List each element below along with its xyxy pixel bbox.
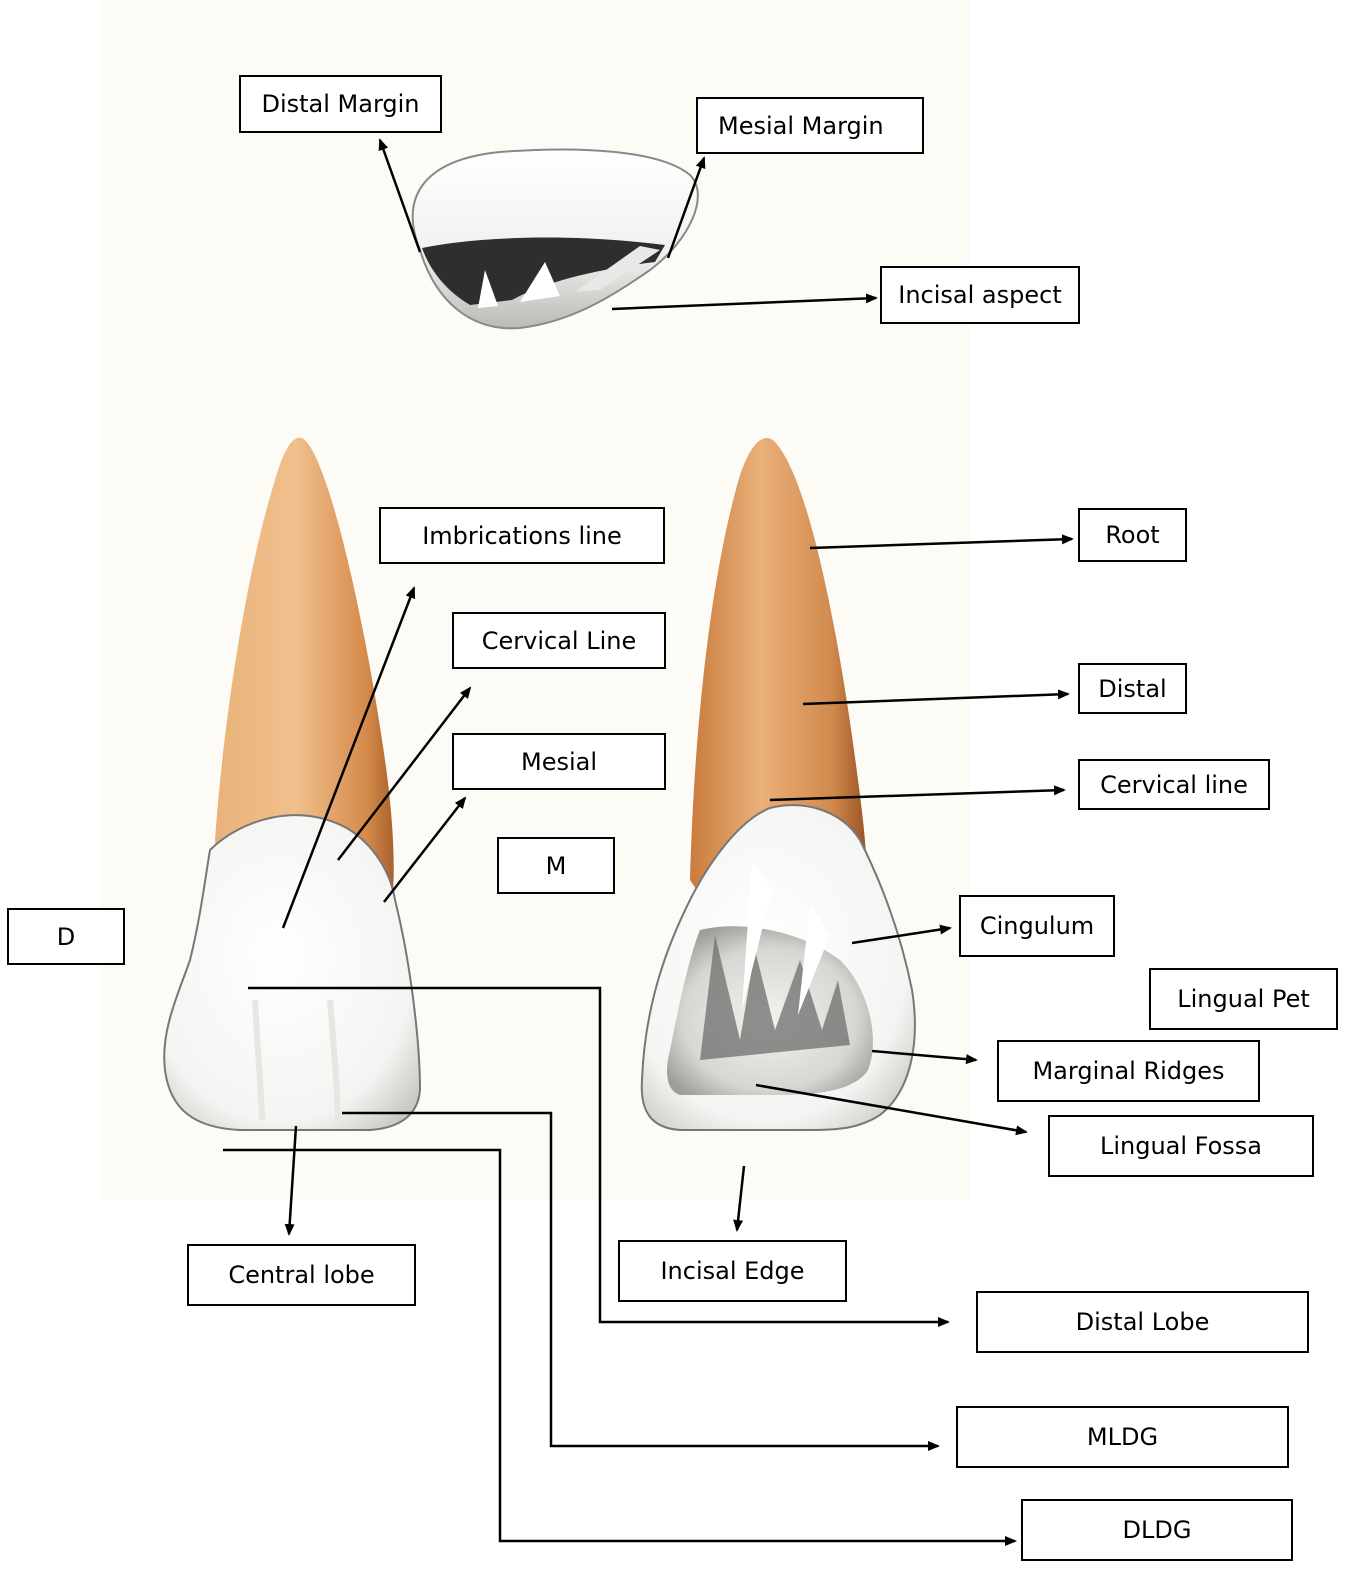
label-m: M — [497, 837, 615, 894]
label-lingual-pet: Lingual Pet — [1149, 968, 1338, 1030]
label-cingulum: Cingulum — [959, 895, 1115, 957]
label-mesial-margin: Mesial Margin — [696, 97, 924, 154]
label-cervical-line-lingual: Cervical line — [1078, 759, 1270, 810]
label-mldg: MLDG — [956, 1406, 1289, 1468]
label-root: Root — [1078, 508, 1187, 562]
label-incisal-edge: Incisal Edge — [618, 1240, 847, 1302]
label-lingual-fossa: Lingual Fossa — [1048, 1115, 1314, 1177]
label-distal-margin: Distal Margin — [239, 75, 442, 133]
label-dldg: DLDG — [1021, 1499, 1293, 1561]
arrow-dldg — [223, 1150, 1015, 1541]
label-distal: Distal — [1078, 663, 1187, 714]
label-central-lobe: Central lobe — [187, 1244, 416, 1306]
label-marginal-ridges: Marginal Ridges — [997, 1040, 1260, 1102]
label-imbrications-line: Imbrications line — [379, 507, 665, 564]
label-d: D — [7, 908, 125, 965]
label-incisal-aspect: Incisal aspect — [880, 266, 1080, 324]
label-mesial: Mesial — [452, 733, 666, 790]
label-cervical-line-labial: Cervical Line — [452, 612, 666, 669]
label-distal-lobe: Distal Lobe — [976, 1291, 1309, 1353]
